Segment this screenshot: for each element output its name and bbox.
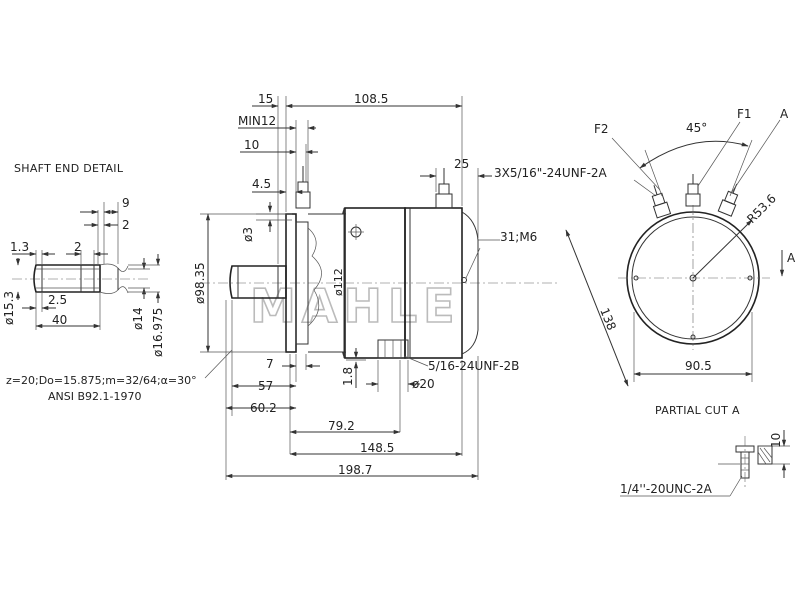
dim-phi15-3: ø15.3 [2,291,16,325]
dim-198-7: 198.7 [338,463,372,477]
dim-1-3: 1.3 [10,240,29,254]
angle-45: 45° [686,121,707,135]
dim-15: 15 [258,92,273,106]
dim-108-5: 108.5 [354,92,388,106]
dim-7: 7 [266,357,274,371]
ansi-standard: ANSI B92.1-1970 [48,390,141,403]
spline-spec: z=20;Do=15.875;m=32/64;α=30° [6,374,197,387]
mount-thread-label: 31;M6 [500,230,537,244]
dim-cut-10: 10 [769,433,783,448]
shaft-end-detail: SHAFT END DETAIL 9 2 1.3 2 [2,162,233,403]
label-a-top: A [780,107,789,121]
dim-9: 9 [122,196,130,210]
dim-60-2: 60.2 [250,401,277,415]
terminal-thread-label: 3X5/16"-24UNF-2A [494,166,608,180]
partial-cut-a: PARTIAL CUT A 10 1/4''-20UNC-2A [620,404,790,497]
label-a-right: A [787,251,796,265]
dim-79-2: 79.2 [328,419,355,433]
dim-phi98-35: ø98.35 [193,262,207,304]
mahle-watermark: MAHLE [250,279,461,333]
motor-side-view: 15 108.5 MIN12 10 25 4.5 ø3 ø98.35 [193,92,657,480]
dim-90-5: 90.5 [685,359,712,373]
dim-138: 138 [597,306,619,332]
dim-phi112: ø112 [332,268,345,296]
label-f1: F1 [737,107,752,121]
shaft-end-detail-label: SHAFT END DETAIL [14,162,124,175]
terminal-f1 [685,174,701,207]
dim-10: 10 [244,138,259,152]
terminal-f2 [651,185,672,219]
dim-2-mid: 2 [74,240,82,254]
cut-thread-label: 1/4''-20UNC-2A [620,482,713,496]
dim-57: 57 [258,379,273,393]
terminal-a [717,183,739,217]
base-thread-label: 5/16-24UNF-2B [428,359,519,373]
dim-phi16-975: ø16.975 [151,308,165,357]
dim-phi20: ø20 [412,377,435,391]
motor-end-view: 45° F2 F1 A R53.6 A 138 90.5 [565,107,796,387]
dim-40: 40 [52,313,67,327]
dim-4-5: 4.5 [252,177,271,191]
dim-2-top: 2 [122,218,130,232]
dim-148-5: 148.5 [360,441,394,455]
partial-cut-label: PARTIAL CUT A [655,404,740,417]
dim-phi3: ø3 [241,227,255,242]
dim-r53-6: R53.6 [744,191,779,226]
label-f2: F2 [594,122,609,136]
dim-1-8: 1.8 [341,367,355,386]
dim-min12: MIN12 [238,114,276,128]
dim-25: 25 [454,157,469,171]
dim-2-5: 2.5 [48,293,67,307]
dim-phi14: ø14 [131,307,145,330]
